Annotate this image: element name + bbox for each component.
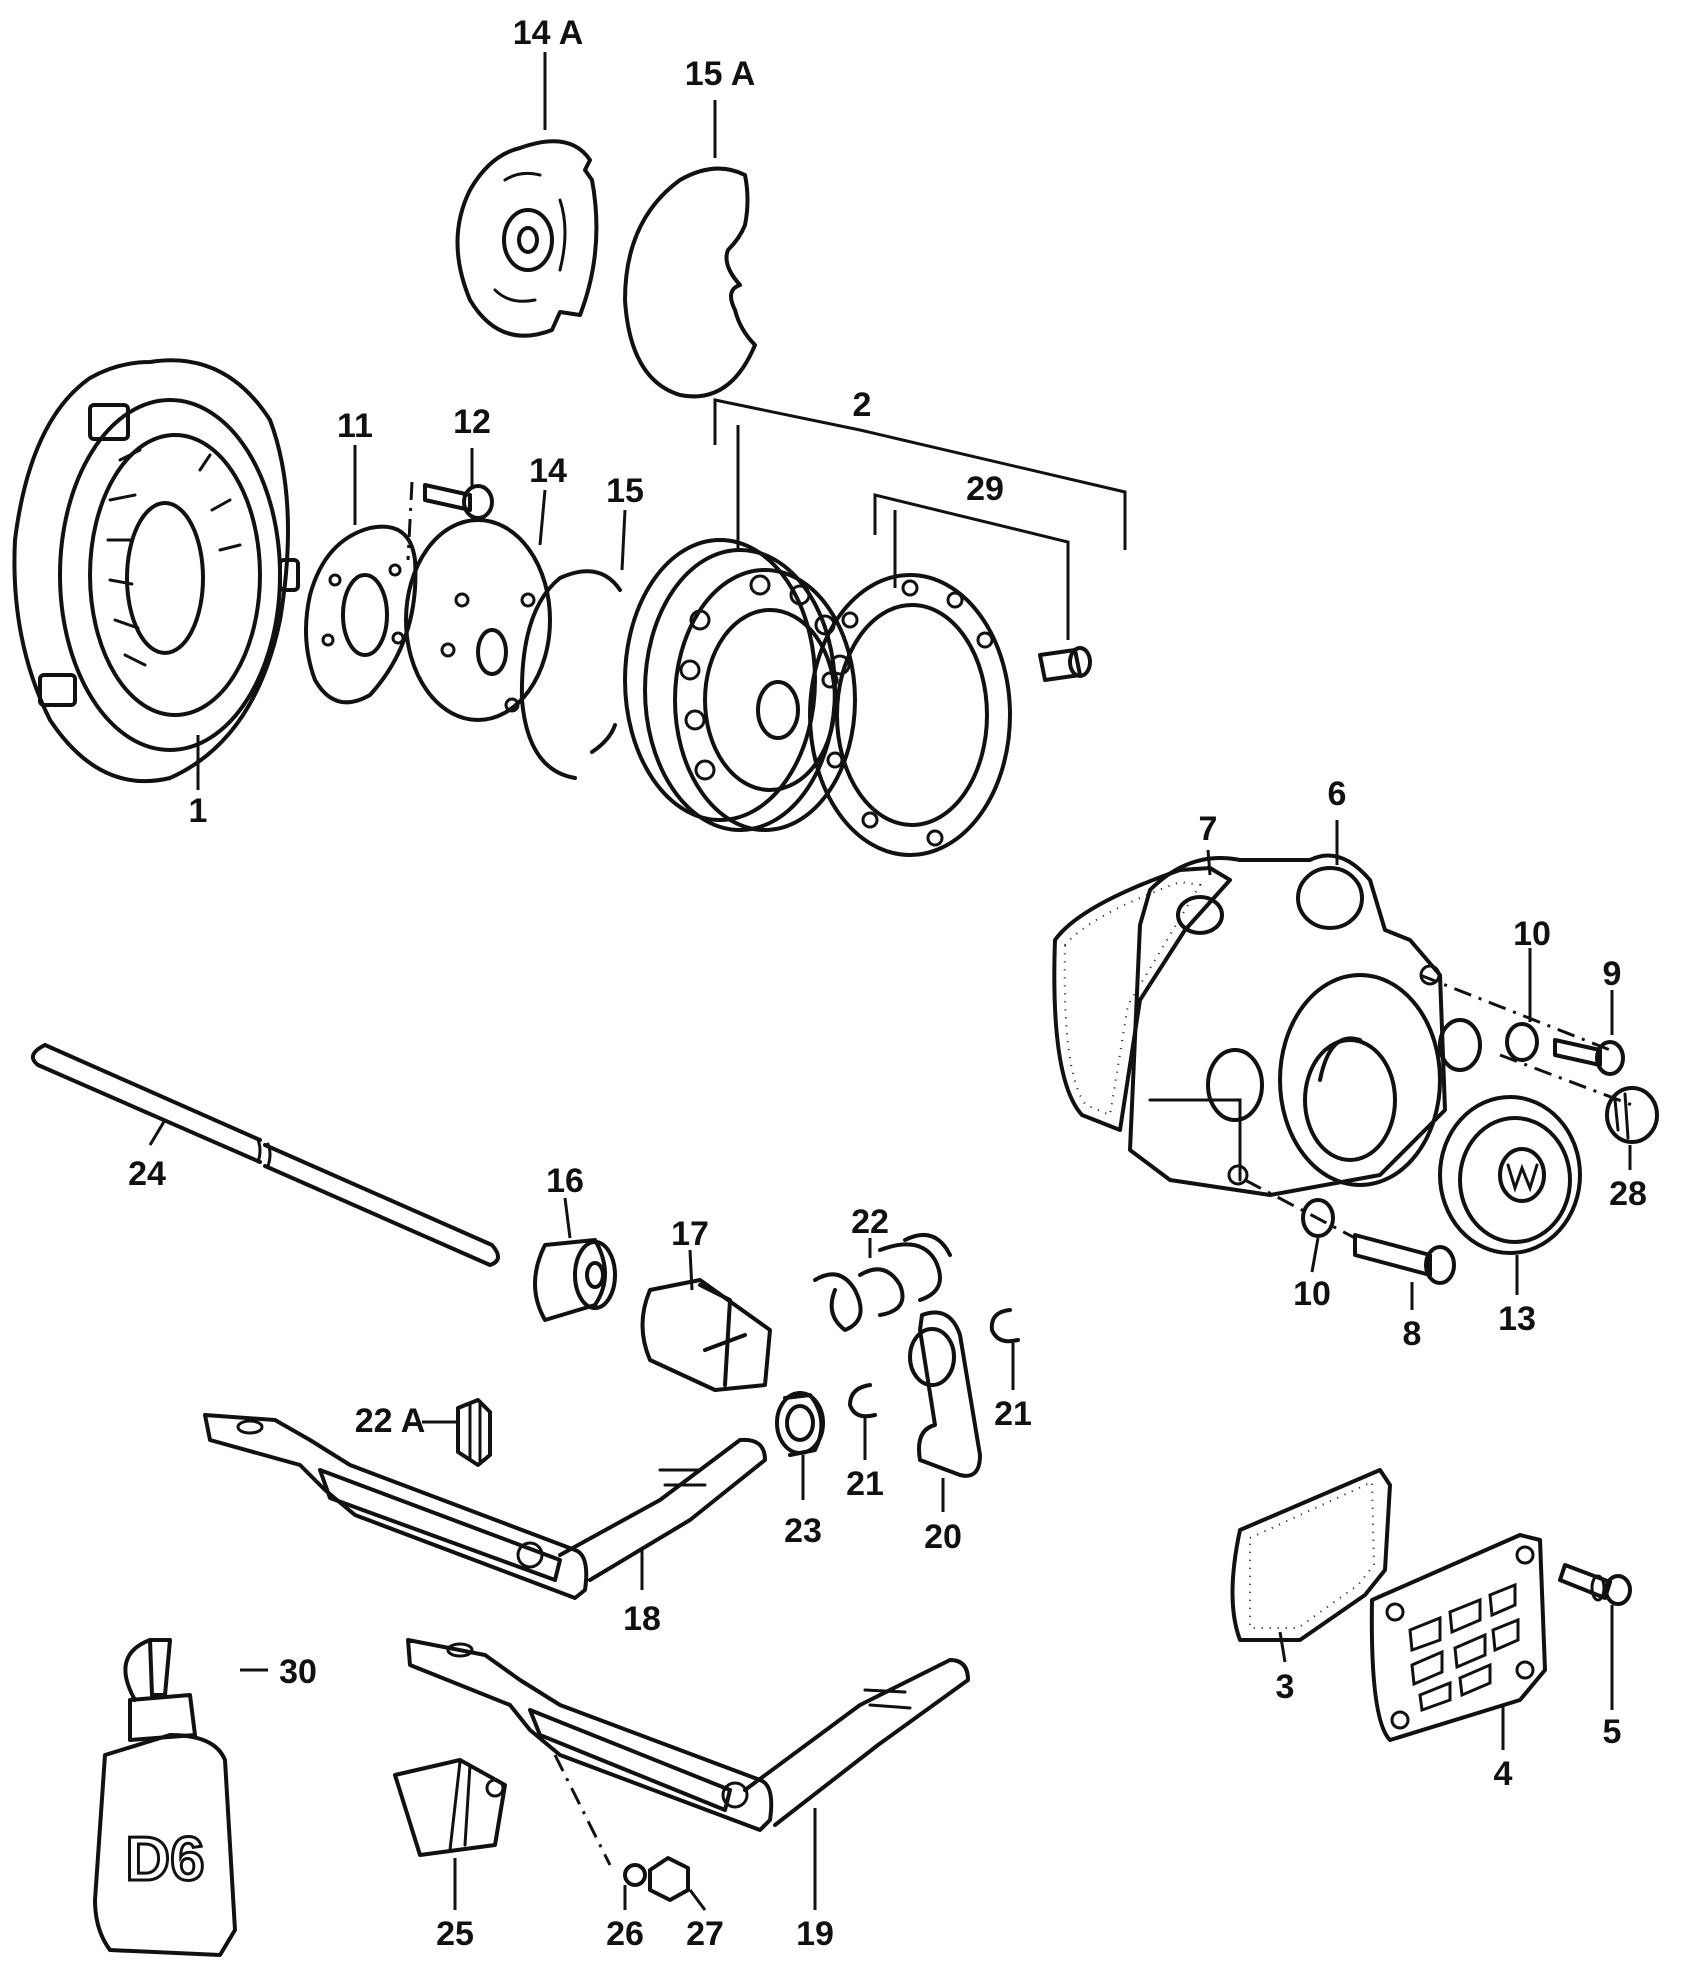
clutch-plate-2 — [623, 538, 857, 832]
alignment-line-middle — [1499, 1053, 1633, 1107]
label-7: 7 — [1199, 810, 1218, 848]
bolt-9 — [1553, 1038, 1625, 1076]
clip-22a — [456, 1398, 492, 1467]
rivet-29 — [1038, 646, 1092, 682]
oil-container-30: D6 — [93, 1638, 237, 1957]
label-28: 28 — [1609, 1175, 1647, 1213]
shim-11 — [304, 524, 418, 705]
label-22: 22 — [851, 1203, 889, 1241]
gasket-3 — [1230, 1468, 1392, 1642]
label-22a: 22 A — [355, 1402, 426, 1440]
bolt-8 — [1353, 1233, 1456, 1285]
lever-20 — [908, 1310, 982, 1478]
label-8: 8 — [1403, 1315, 1422, 1353]
label-10-upper: 10 — [1513, 915, 1551, 953]
label-5: 5 — [1603, 1713, 1622, 1751]
screw-5 — [1558, 1563, 1632, 1606]
label-21-left: 21 — [846, 1465, 884, 1503]
bushing-17 — [640, 1278, 772, 1392]
lining-29 — [808, 573, 1012, 857]
callout-labels: 14 A 15 A 1 11 12 14 15 2 29 7 6 10 9 28… — [128, 14, 1647, 1953]
label-30: 30 — [279, 1653, 317, 1691]
label-10-lower: 10 — [1293, 1275, 1331, 1313]
gasket-7 — [1052, 866, 1232, 1132]
washer-10-lower — [1301, 1198, 1335, 1238]
snap-ring-15a — [623, 166, 757, 399]
label-1: 1 — [189, 792, 208, 830]
label-20: 20 — [924, 1518, 962, 1556]
label-15a: 15 A — [685, 55, 756, 93]
leader-26-dashed — [553, 1754, 612, 1866]
release-arm-18 — [203, 1413, 767, 1600]
label-18: 18 — [623, 1600, 661, 1638]
label-11: 11 — [337, 407, 373, 445]
label-17: 17 — [671, 1215, 709, 1253]
circlip-21-left — [848, 1383, 877, 1419]
plug-28 — [1605, 1086, 1659, 1144]
label-29: 29 — [966, 470, 1004, 508]
housing-6 — [1128, 853, 1482, 1197]
label-9: 9 — [1603, 955, 1622, 993]
label-23: 23 — [784, 1512, 822, 1550]
weight-25 — [393, 1758, 507, 1857]
alignment-line-upper — [1419, 973, 1611, 1052]
label-14: 14 — [529, 452, 567, 490]
spring-22 — [813, 1233, 952, 1332]
label-4: 4 — [1494, 1755, 1513, 1793]
bearing-23 — [775, 1391, 825, 1457]
ring-15 — [519, 569, 622, 780]
pin-26 — [623, 1863, 647, 1887]
label-15: 15 — [606, 472, 644, 510]
container-marking: D6 — [125, 1825, 204, 1894]
label-24: 24 — [128, 1155, 166, 1193]
label-25: 25 — [436, 1915, 474, 1953]
label-6: 6 — [1328, 775, 1347, 813]
washer-10-upper — [1505, 1022, 1539, 1062]
plate-14a — [455, 139, 599, 338]
cover-4 — [1369, 1533, 1547, 1742]
label-19: 19 — [796, 1915, 834, 1953]
label-13: 13 — [1498, 1300, 1536, 1338]
bracket-2 — [713, 398, 1127, 550]
label-16: 16 — [546, 1162, 584, 1200]
label-21-right: 21 — [994, 1395, 1032, 1433]
label-26: 26 — [606, 1915, 644, 1953]
label-12: 12 — [453, 403, 491, 441]
bearing-16 — [533, 1238, 617, 1322]
leader-lines — [148, 52, 1632, 1911]
circlip-21-right — [989, 1308, 1020, 1344]
label-3: 3 — [1276, 1668, 1295, 1706]
label-27: 27 — [686, 1915, 724, 1953]
gasket-3-dots — [1249, 1480, 1376, 1629]
label-2: 2 — [853, 386, 872, 424]
cap-13 — [1438, 1095, 1582, 1255]
label-14a: 14 A — [513, 14, 584, 52]
plate-14 — [404, 518, 552, 722]
release-arm-19 — [406, 1638, 970, 1832]
shaft-24 — [30, 1043, 500, 1267]
nut-27 — [648, 1856, 690, 1902]
pressure-plate-1 — [12, 358, 300, 784]
